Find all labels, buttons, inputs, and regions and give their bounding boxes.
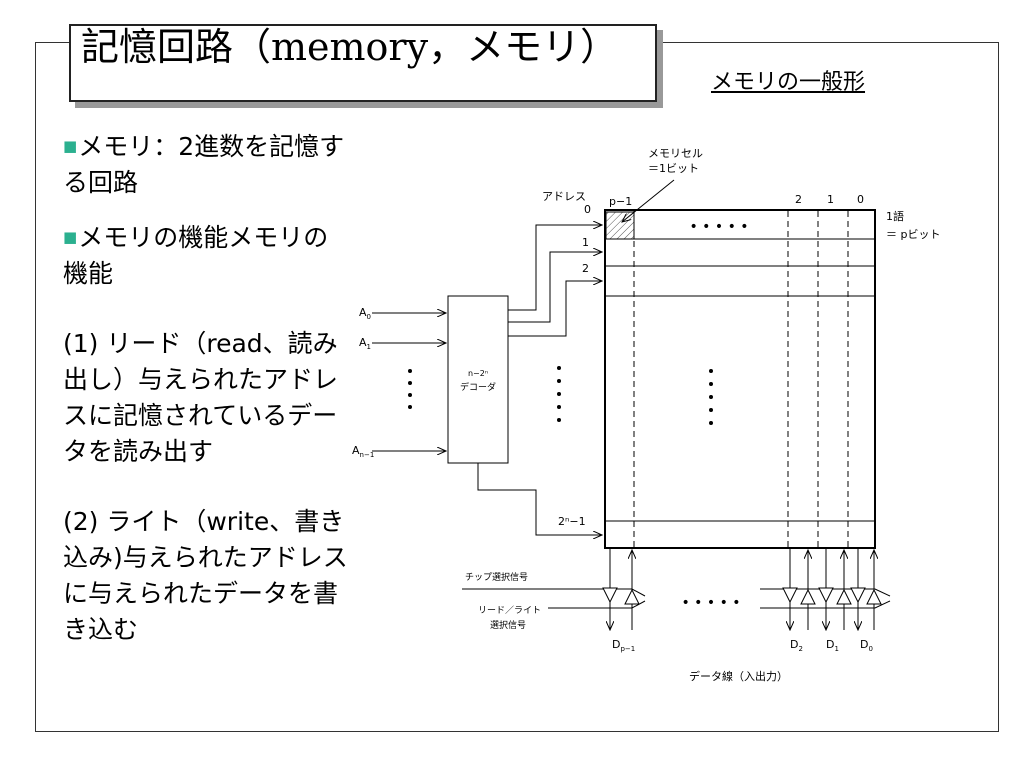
output-label-main: D — [790, 638, 798, 651]
input-label-sub: 1 — [367, 343, 371, 351]
bit-col-label: p−1 — [609, 195, 632, 208]
input-label-main: A — [359, 306, 367, 319]
bullet-item: ■メモリの機能メモリの機能 — [63, 219, 353, 292]
decoder-output-lines — [477, 225, 602, 535]
output-label-sub: 2 — [798, 645, 802, 653]
word-eq: ＝ pビット — [886, 228, 940, 241]
bullet-square-icon: ■ — [63, 228, 78, 246]
addr-row-1: 1 — [582, 236, 589, 249]
input-label: A1 — [359, 336, 371, 351]
io-buffers — [602, 548, 882, 630]
bullet-item: ■メモリ：2進数を記憶する回路 — [63, 128, 353, 201]
addr-row-2: 2 — [582, 262, 589, 275]
output-label-main: D — [860, 638, 868, 651]
output-label-main: D — [826, 638, 834, 651]
slide-title: 記憶回路（memory，メモリ） — [69, 24, 657, 102]
decoder-label: デコーダ — [460, 381, 496, 393]
bullet-square-icon: ■ — [63, 137, 78, 155]
input-label: A0 — [359, 306, 371, 321]
memory-cell-label: メモリセル — [648, 147, 703, 160]
function-write: (2) ライト（write、書き込み)与えられたアドレスに与えられたデータを書き… — [63, 507, 348, 644]
text-column: ■メモリ：2進数を記憶する回路 ■メモリの機能メモリの機能 (1) リード（re… — [63, 128, 353, 666]
output-dots: • • • • • — [681, 595, 740, 611]
input-label-sub: n−1 — [360, 451, 375, 459]
output-label-sub: p−1 — [620, 645, 635, 653]
memory-cell-eq: ＝1ビット — [648, 162, 699, 175]
cell-callout-arrow — [622, 179, 675, 222]
bit-col-label: 0 — [857, 193, 864, 206]
output-label: D1 — [826, 638, 839, 653]
addr-row-last: 2ⁿ−1 — [558, 515, 586, 528]
input-label-sub: 0 — [367, 313, 371, 321]
output-label: D0 — [860, 638, 873, 653]
decoder-box — [447, 295, 509, 464]
rw-select-label: リード／ライト — [478, 605, 541, 616]
input-vertical-dots — [408, 369, 412, 409]
diagram-subtitle: メモリの一般形 — [711, 70, 866, 95]
bullet-text: メモリ：2進数を記憶する回路 — [63, 132, 345, 197]
decoder-label: n−2ⁿ — [468, 369, 488, 378]
row-vertical-dots — [557, 366, 713, 425]
bit-columns — [633, 211, 849, 547]
output-label-main: D — [612, 638, 620, 651]
data-lines-label: データ線（入出力） — [689, 669, 788, 683]
output-label: Dp−1 — [612, 638, 635, 653]
output-label-sub: 0 — [868, 645, 872, 653]
horizontal-dots: • • • • • — [689, 219, 748, 235]
bit-col-label: 1 — [827, 193, 834, 206]
input-label-main: A — [352, 444, 360, 457]
bullet-text: メモリの機能メモリの機能 — [63, 223, 329, 288]
input-label-main: A — [359, 336, 367, 349]
input-label: An−1 — [352, 444, 374, 459]
addr-row-0: 0 — [584, 203, 591, 216]
function-read: (1) リード（read、読み出し）与えられたアドレスに記憶されているデータを読… — [63, 329, 339, 466]
output-label: D2 — [790, 638, 803, 653]
word-label: 1語 — [886, 209, 904, 223]
bit-col-label: 2 — [795, 193, 802, 206]
memory-array — [604, 209, 876, 549]
word-lines — [605, 238, 875, 522]
chip-select-label: チップ選択信号 — [465, 571, 528, 583]
rw-select-label: 選択信号 — [490, 619, 526, 631]
address-input-lines — [372, 313, 446, 451]
output-label-sub: 1 — [834, 645, 838, 653]
address-label: アドレス — [542, 190, 586, 203]
